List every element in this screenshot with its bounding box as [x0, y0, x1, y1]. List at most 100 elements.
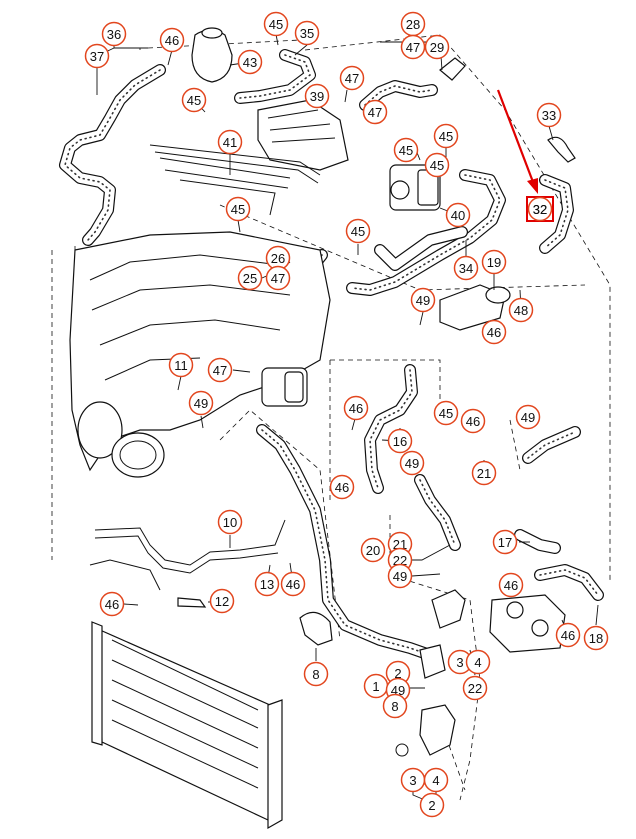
callout-10: 10 — [217, 509, 243, 535]
callout-number: 21 — [393, 537, 407, 552]
callout-number: 43 — [243, 55, 257, 70]
callout-ring — [508, 297, 534, 323]
callout-number: 46 — [504, 578, 518, 593]
callout-ring — [393, 137, 419, 163]
callout-ring — [207, 357, 233, 383]
callout-ring — [424, 152, 450, 178]
callout-number: 1 — [372, 679, 379, 694]
callout-ring — [263, 11, 289, 37]
callout-ring — [433, 123, 459, 149]
callout-number: 3 — [456, 655, 463, 670]
callout-ring — [410, 287, 436, 313]
callout-ring — [492, 529, 518, 555]
callout-number: 12 — [215, 594, 229, 609]
callout-ring — [387, 428, 413, 454]
callout-25: 25 — [237, 265, 263, 291]
callout-number: 45 — [351, 224, 365, 239]
callout-ring — [498, 572, 524, 598]
callout-ring — [304, 83, 330, 109]
callout-number: 33 — [542, 108, 556, 123]
callout-number: 49 — [393, 569, 407, 584]
callout-number: 4 — [432, 773, 439, 788]
callout-number: 48 — [514, 303, 528, 318]
callout-ring — [481, 319, 507, 345]
callout-number: 46 — [335, 480, 349, 495]
callout-number: 8 — [391, 699, 398, 714]
callout-ring — [445, 202, 471, 228]
callout-ring — [382, 693, 408, 719]
callout-ring — [453, 255, 479, 281]
callout-46: 46 — [329, 474, 355, 500]
engine-block — [69, 231, 331, 478]
callout-number: 36 — [107, 27, 121, 42]
callout-ring — [460, 408, 486, 434]
callout-34: 34 — [453, 255, 479, 281]
callout-ring — [329, 474, 355, 500]
callout-41: 41 — [217, 129, 243, 155]
callout-number: 46 — [105, 597, 119, 612]
callout-ring — [168, 352, 194, 378]
callout-ring — [536, 102, 562, 128]
callout-49: 49 — [399, 450, 425, 476]
callout-8: 8 — [303, 661, 329, 687]
callout-number: 46 — [487, 325, 501, 340]
callout-number: 45 — [269, 17, 283, 32]
callout-ring — [209, 588, 235, 614]
callout-37: 37 — [84, 43, 110, 69]
callout-46: 46 — [460, 408, 486, 434]
callout-number: 49 — [405, 456, 419, 471]
callout-number: 47 — [213, 363, 227, 378]
callout-number: 22 — [468, 681, 482, 696]
callout-45: 45 — [433, 123, 459, 149]
callout-49: 49 — [515, 404, 541, 430]
callout-18: 18 — [583, 625, 609, 651]
callout-46: 46 — [99, 591, 125, 617]
callout-ring — [237, 49, 263, 75]
callout-32: 32 — [527, 196, 553, 222]
callout-number: 49 — [416, 293, 430, 308]
callout-47: 47 — [207, 357, 233, 383]
callout-ring — [481, 249, 507, 275]
callout-4: 4 — [423, 767, 449, 793]
callout-22: 22 — [462, 675, 488, 701]
callout-number: 47 — [345, 71, 359, 86]
callout-number: 29 — [430, 40, 444, 55]
callout-ring — [465, 649, 491, 675]
callout-46: 46 — [498, 572, 524, 598]
callout-43: 43 — [237, 49, 263, 75]
callout-29: 29 — [424, 34, 450, 60]
callout-2: 2 — [419, 792, 445, 818]
callout-11: 11 — [168, 352, 194, 378]
callout-45: 45 — [225, 196, 251, 222]
callout-45: 45 — [263, 11, 289, 37]
callout-number: 46 — [561, 628, 575, 643]
callout-16: 16 — [387, 428, 413, 454]
callout-1: 1 — [363, 673, 389, 699]
parts — [89, 27, 576, 830]
callout-4: 4 — [465, 649, 491, 675]
callout-33: 33 — [536, 102, 562, 128]
callout-49: 49 — [410, 287, 436, 313]
callout-ring — [217, 129, 243, 155]
callout-ring — [345, 218, 371, 244]
callout-28: 28 — [400, 11, 426, 37]
callout-ring — [555, 622, 581, 648]
callout-47: 47 — [362, 99, 388, 125]
callout-ring — [400, 34, 426, 60]
callout-39: 39 — [304, 83, 330, 109]
callout-number: 20 — [366, 543, 380, 558]
callout-number: 47 — [368, 105, 382, 120]
callout-number: 34 — [459, 261, 473, 276]
callout-40: 40 — [445, 202, 471, 228]
callout-number: 22 — [393, 553, 407, 568]
callout-46: 46 — [280, 571, 306, 597]
callout-number: 2 — [394, 666, 401, 681]
callout-ring — [265, 265, 291, 291]
callout-49: 49 — [188, 390, 214, 416]
callout-ring — [280, 571, 306, 597]
callout-ring — [339, 65, 365, 91]
callout-number: 45 — [430, 158, 444, 173]
callout-ring — [423, 767, 449, 793]
